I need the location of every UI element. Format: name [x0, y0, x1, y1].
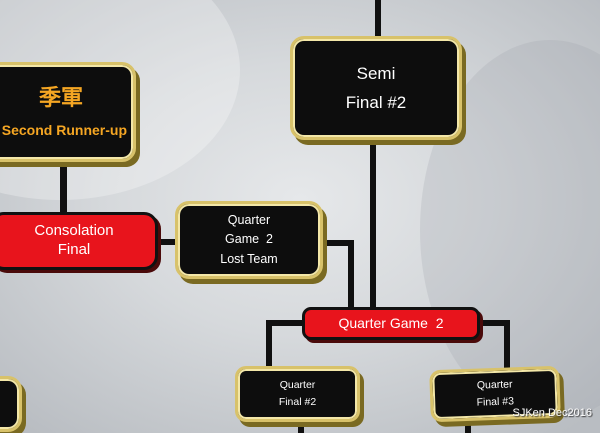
second-runner-up-english: e Second Runner-up — [0, 122, 127, 138]
connector-line — [465, 415, 471, 433]
connector-line — [474, 320, 510, 326]
consolation-final-box: Consolation Final — [0, 212, 158, 270]
quarter-game2-box: Quarter Game 2 — [302, 307, 480, 340]
quarter-game2-label: Quarter Game 2 — [338, 314, 444, 331]
lost-team-line2: Game 2 — [225, 232, 273, 247]
quarter-final-2-line1: Quarter — [279, 379, 316, 392]
second-runner-up-box: 季軍 e Second Runner-up — [0, 62, 136, 162]
watermark-text: SJKen Dec2016 — [512, 407, 593, 419]
quarter-final-3-line2: Final #3 — [476, 394, 515, 409]
connector-line — [60, 160, 67, 216]
quarter-final-2-box: Quarter Final #2 — [235, 366, 360, 422]
consolation-final-line1: Consolation — [34, 222, 114, 240]
connector-line — [504, 320, 510, 372]
connector-line — [348, 240, 354, 310]
quarter-final-3-line1: Quarter — [476, 378, 513, 392]
consolation-final-line2: Final — [57, 241, 91, 258]
semi-final-line1: Semi — [356, 63, 396, 83]
connector-line — [266, 320, 272, 368]
semi-final-2-box: Semi Final #2 — [290, 36, 462, 140]
connector-line — [318, 240, 354, 246]
lost-team-line3: Lost Team — [220, 251, 278, 266]
connector-line — [370, 140, 376, 312]
connector-line — [298, 420, 304, 433]
connector-line — [375, 0, 381, 38]
partial-box-left — [0, 376, 22, 432]
lost-team-line1: Quarter — [227, 212, 271, 227]
quarter-final-2-line2: Final #2 — [278, 395, 317, 408]
quarter-game2-lost-team-box: Quarter Game 2 Lost Team — [175, 201, 323, 279]
connector-line — [155, 239, 177, 245]
second-runner-up-chinese: 季軍 — [38, 85, 83, 111]
semi-final-line2: Final #2 — [345, 93, 407, 112]
connector-line — [266, 320, 308, 326]
